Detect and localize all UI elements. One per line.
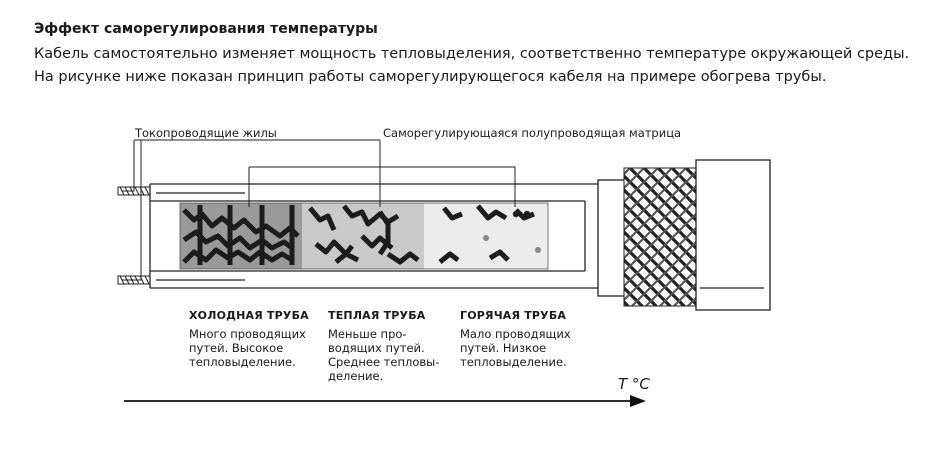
temperature-axis	[124, 395, 646, 407]
zone-hot-desc-line: путей. Низкое	[460, 341, 547, 355]
zone-warm-desc-line: Меньше про-	[328, 327, 407, 341]
zone-cold-desc-line: путей. Высокое	[189, 341, 284, 355]
zone-cold-desc-line: Много проводящих	[189, 327, 306, 341]
zone-hot-desc-line: тепловыделение.	[460, 355, 567, 369]
leader-lines	[122, 139, 516, 281]
axis-label: T °C	[618, 375, 650, 393]
zone-hot-title: ГОРЯЧАЯ ТРУБА	[460, 309, 567, 322]
matrix-zone-cold	[180, 203, 302, 269]
zone-cold-desc-line: тепловыделение.	[189, 355, 296, 369]
description-line-2: На рисунке ниже показан принцип работы с…	[34, 69, 827, 85]
zone-cold-desc: Много проводящих путей. Высокое тепловыд…	[189, 327, 319, 369]
inner-jacket	[597, 179, 627, 297]
page-title: Эффект саморегулирования температуры	[34, 21, 378, 37]
zone-warm-desc-line: деление.	[328, 369, 384, 383]
zone-hot-desc: Мало проводящих путей. Низкое тепловыдел…	[460, 327, 590, 369]
zone-warm-desc-line: водящих путей.	[328, 341, 425, 355]
matrix-label: Саморегулирующаяся полупроводящая матриц…	[383, 126, 682, 140]
zone-cold-title: ХОЛОДНАЯ ТРУБА	[189, 309, 309, 322]
matrix-zone-hot	[424, 203, 548, 269]
zone-warm-desc-line: Среднее тепловы-	[328, 355, 440, 369]
description-line-1: Кабель самостоятельно изменяет мощность …	[34, 46, 910, 62]
matrix-zone-warm	[302, 203, 424, 269]
matrix-hex-overlay	[179, 202, 549, 270]
braid-shield	[623, 167, 697, 307]
zone-warm-desc: Меньше про- водящих путей. Среднее тепло…	[328, 327, 458, 383]
zone-warm-title: ТЕПЛАЯ ТРУБА	[328, 309, 426, 322]
zone-hot-desc-line: Мало проводящих	[460, 327, 571, 341]
cable-body	[149, 183, 598, 289]
conductors-label: Токопроводящие жилы	[135, 126, 277, 140]
outer-jacket	[695, 159, 771, 311]
